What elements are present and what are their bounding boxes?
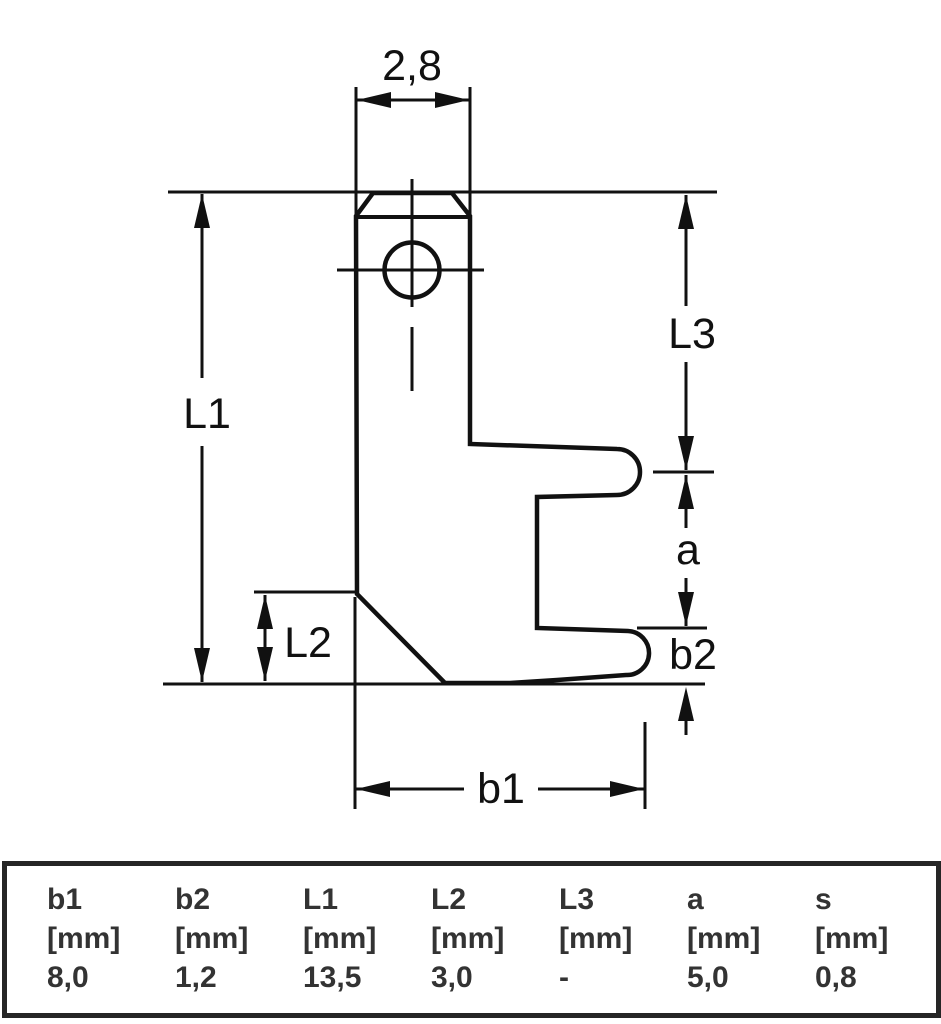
arrowhead-up xyxy=(194,194,210,228)
arrowhead-left xyxy=(357,92,391,108)
dim-label-b2: b2 xyxy=(669,631,717,679)
spec-table-grid: b1 [mm] 8,0 b2 [mm] 1,2 L1 [mm] 13,5 L2 … xyxy=(7,866,936,997)
spec-column-a: a [mm] 5,0 xyxy=(687,880,815,997)
arrowhead-up xyxy=(678,475,694,509)
dim-b2 xyxy=(678,687,694,735)
dim-tab-width xyxy=(354,87,472,216)
drawing-canvas: 2,8 L1 L3 xyxy=(163,42,717,813)
arrowhead-right xyxy=(610,781,644,797)
arrowhead-up xyxy=(678,687,694,721)
dim-l1 xyxy=(194,194,210,682)
dim-label-b1: b1 xyxy=(477,765,525,813)
arrowhead-down xyxy=(194,648,210,682)
arrowhead-up xyxy=(678,195,694,229)
dim-label-l2: L2 xyxy=(284,619,332,667)
arrowhead-up xyxy=(257,595,273,629)
dim-label-tab-width: 2,8 xyxy=(382,42,442,90)
column-unit: [mm] xyxy=(47,922,121,955)
spec-column-l1: L1 [mm] 13,5 xyxy=(303,880,431,997)
column-value: - xyxy=(559,961,569,994)
spec-table: b1 [mm] 8,0 b2 [mm] 1,2 L1 [mm] 13,5 L2 … xyxy=(2,861,941,1018)
column-header: b2 xyxy=(175,883,211,916)
spec-column-b2: b2 [mm] 1,2 xyxy=(175,880,303,997)
column-value: 0,8 xyxy=(815,961,857,994)
spec-column-s: s [mm] 0,8 xyxy=(815,880,941,997)
column-header: a xyxy=(687,883,704,916)
column-unit: [mm] xyxy=(687,922,761,955)
spec-column-l3: L3 [mm] - xyxy=(559,880,687,997)
hole-centerlines xyxy=(337,179,484,391)
column-unit: [mm] xyxy=(431,922,505,955)
terminal-body-outline xyxy=(353,190,652,686)
spec-column-b1: b1 [mm] 8,0 xyxy=(47,880,175,997)
part-outline xyxy=(353,190,652,686)
column-value: 1,2 xyxy=(175,961,217,994)
arrowhead-down xyxy=(678,592,694,626)
column-value: 13,5 xyxy=(303,961,362,994)
column-unit: [mm] xyxy=(559,922,633,955)
column-header: L2 xyxy=(431,883,467,916)
column-header: L3 xyxy=(559,883,595,916)
dim-l3 xyxy=(653,195,714,474)
dim-label-l1: L1 xyxy=(183,390,231,438)
dim-a xyxy=(637,475,707,630)
spec-column-l2: L2 [mm] 3,0 xyxy=(431,880,559,997)
dim-b1 xyxy=(353,597,647,809)
arrowhead-right xyxy=(435,92,469,108)
arrowhead-left xyxy=(356,781,390,797)
column-unit: [mm] xyxy=(303,922,377,955)
column-header: s xyxy=(815,883,832,916)
column-header: b1 xyxy=(47,883,83,916)
arrowhead-down xyxy=(257,647,273,681)
dim-label-a: a xyxy=(676,526,700,574)
column-unit: [mm] xyxy=(815,922,889,955)
column-header: L1 xyxy=(303,883,339,916)
column-value: 5,0 xyxy=(687,961,729,994)
terminal-side-view-drawing: 2,8 L1 L3 xyxy=(163,42,717,813)
column-unit: [mm] xyxy=(175,922,249,955)
dim-l2 xyxy=(254,590,356,681)
arrowhead-down xyxy=(678,436,694,470)
column-value: 8,0 xyxy=(47,961,89,994)
column-value: 3,0 xyxy=(431,961,473,994)
dim-label-l3: L3 xyxy=(668,310,716,358)
